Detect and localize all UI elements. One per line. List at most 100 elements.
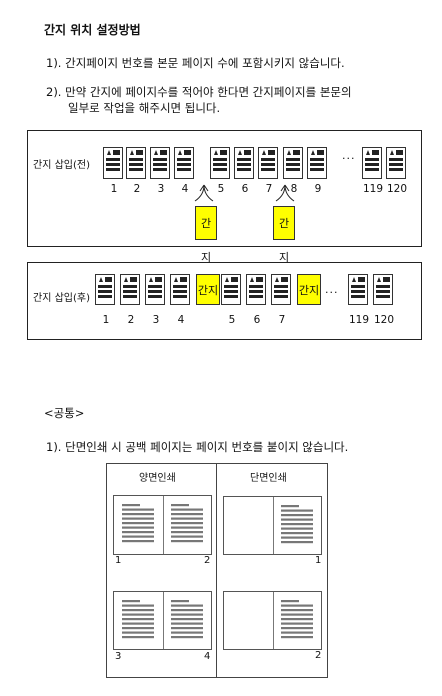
page-content-icon — [153, 150, 167, 171]
insert-slip-before-5: 간지 — [195, 206, 217, 264]
duplex-label: 양면인쇄 — [139, 473, 176, 484]
page-text-right — [273, 592, 322, 649]
page-thumbnail — [234, 147, 254, 179]
page-content-icon — [365, 150, 379, 171]
text-lines-icon — [170, 504, 203, 543]
page-thumbnail — [373, 274, 393, 305]
comparison-divider — [216, 463, 217, 678]
page-thumbnail — [221, 274, 241, 305]
simplex-label: 단면인쇄 — [250, 473, 287, 484]
common-rule-1: 1). 단면인쇄 시 공백 페이지는 페이지 번호를 붙이지 않습니다. — [46, 439, 348, 455]
simplex-page-number-2: 2 — [315, 650, 322, 661]
page-content-icon — [310, 150, 324, 171]
page-thumbnail — [348, 274, 368, 305]
page-content-icon — [98, 277, 112, 298]
arrow-up-icon — [275, 184, 295, 202]
after-page-number: 1 — [102, 314, 110, 326]
text-lines-icon — [122, 504, 155, 543]
duplex-sheet-2 — [113, 591, 212, 650]
page-text-left — [114, 592, 164, 649]
page-content-icon — [249, 277, 263, 298]
page-content-icon — [389, 150, 403, 171]
page-thumbnail — [386, 147, 406, 179]
page-thumbnail — [95, 274, 115, 305]
page-thumbnail — [174, 147, 194, 179]
after-page-number: 5 — [228, 314, 236, 326]
after-page-number: 119 — [348, 314, 370, 326]
page-content-icon — [274, 277, 288, 298]
before-page-number: 120 — [386, 183, 408, 195]
after-insert-label: 간지 삽입(후) — [33, 293, 90, 304]
insert-slip-after-1: 간지 — [196, 274, 220, 305]
blank-page-left — [224, 592, 274, 649]
page-thumbnail — [150, 147, 170, 179]
rule-2-continuation: 일부로 작업을 해주시면 됩니다. — [68, 101, 221, 115]
page-content-icon — [148, 277, 162, 298]
before-page-number: 2 — [133, 183, 141, 195]
before-page-number: 8 — [290, 183, 298, 195]
common-rule-number: 1). — [46, 440, 62, 454]
arrow-up-icon — [194, 184, 214, 202]
before-page-number: 9 — [314, 183, 322, 195]
page-thumbnail — [246, 274, 266, 305]
page-thumbnail — [283, 147, 303, 179]
before-page-number: 1 — [110, 183, 118, 195]
after-page-number: 7 — [278, 314, 286, 326]
after-page-number: 120 — [373, 314, 395, 326]
after-page-number: 4 — [177, 314, 185, 326]
text-lines-icon — [122, 599, 155, 638]
text-lines-icon — [280, 599, 313, 638]
duplex-sheet-1 — [113, 495, 212, 555]
simplex-sheet-2 — [223, 591, 322, 650]
after-insert-panel — [27, 262, 422, 340]
page-content-icon — [129, 150, 143, 171]
after-page-number: 2 — [127, 314, 135, 326]
page-content-icon — [376, 277, 390, 298]
page-text-right — [163, 496, 212, 554]
page-thumbnail — [170, 274, 190, 305]
page-text-right — [163, 592, 212, 649]
after-ellipsis: ··· — [325, 286, 339, 299]
page-thumbnail — [145, 274, 165, 305]
duplex-page-number-4: 4 — [204, 651, 211, 662]
text-lines-icon — [280, 504, 313, 543]
page-thumbnail — [126, 147, 146, 179]
after-page-number: 3 — [152, 314, 160, 326]
before-insert-label: 간지 삽입(전) — [33, 160, 90, 171]
duplex-page-number-1: 1 — [115, 555, 122, 566]
rule-1: 1). 간지페이지 번호를 본문 페이지 수에 포함시키지 않습니다. — [46, 55, 345, 71]
page-text-left — [114, 496, 164, 554]
rule-2-text: 만약 간지에 페이지수를 적어야 한다면 간지페이지를 본문의 — [65, 85, 352, 99]
page-thumbnail — [271, 274, 291, 305]
before-ellipsis: ··· — [342, 152, 356, 165]
before-insert-panel — [27, 130, 422, 247]
blank-page-left — [224, 497, 274, 554]
after-page-number: 6 — [253, 314, 261, 326]
insert-slip-after-2: 간지 — [297, 274, 321, 305]
duplex-page-number-2: 2 — [204, 555, 211, 566]
page-content-icon — [237, 150, 251, 171]
page-content-icon — [224, 277, 238, 298]
before-page-number: 4 — [181, 183, 189, 195]
duplex-page-number-3: 3 — [115, 651, 122, 662]
page-content-icon — [351, 277, 365, 298]
page-content-icon — [213, 150, 227, 171]
page-content-icon — [123, 277, 137, 298]
page-content-icon — [177, 150, 191, 171]
page-thumbnail — [103, 147, 123, 179]
rule-1-number: 1). — [46, 56, 62, 70]
before-page-number: 6 — [241, 183, 249, 195]
before-page-number: 5 — [217, 183, 225, 195]
page-content-icon — [173, 277, 187, 298]
before-page-number: 119 — [362, 183, 384, 195]
page-thumbnail — [120, 274, 140, 305]
simplex-page-number-1: 1 — [315, 555, 322, 566]
page-thumbnail — [210, 147, 230, 179]
insert-slip-before-8: 간지 — [273, 206, 295, 264]
before-page-number: 7 — [265, 183, 273, 195]
rule-2: 2). 만약 간지에 페이지수를 적어야 한다면 간지페이지를 본문의 — [46, 84, 352, 100]
common-heading: <공통> — [44, 406, 85, 420]
page-text-right — [273, 497, 322, 554]
page-content-icon — [106, 150, 120, 171]
page-content-icon — [286, 150, 300, 171]
